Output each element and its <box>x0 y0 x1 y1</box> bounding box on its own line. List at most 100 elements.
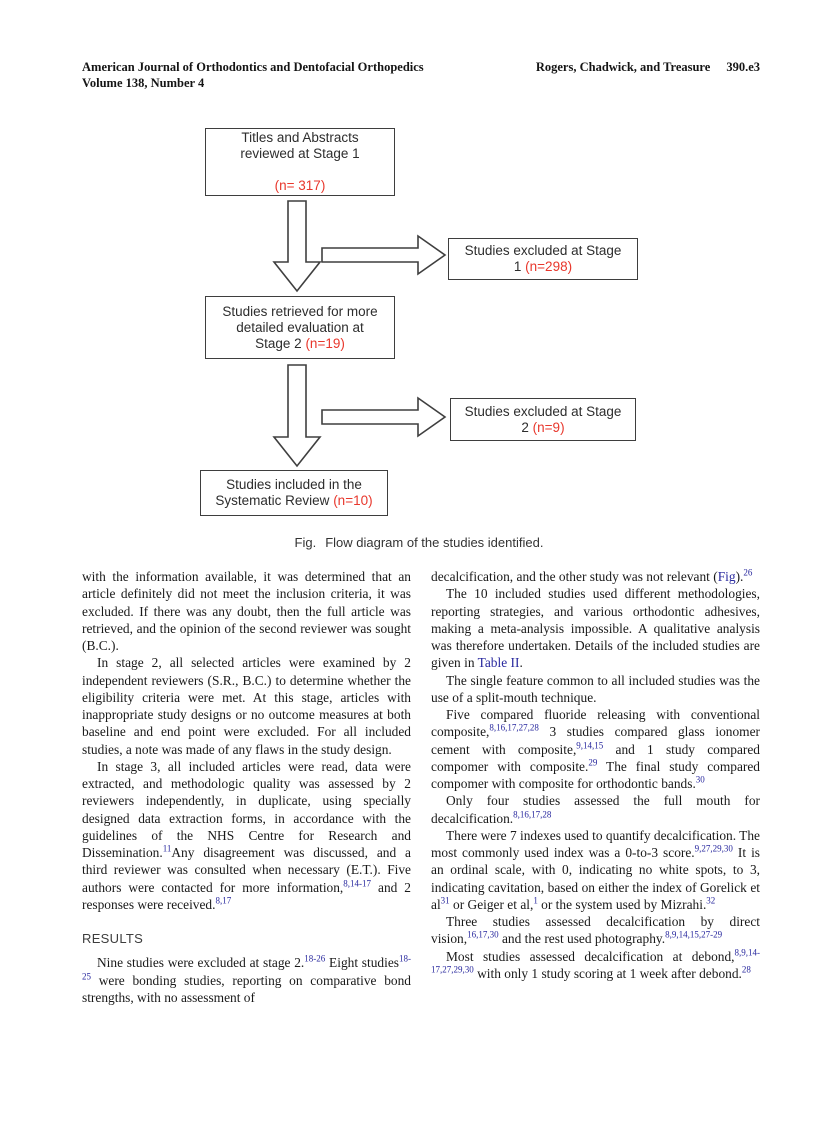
box-text: Systematic Review <box>215 493 334 508</box>
citation-ref[interactable]: 32 <box>706 895 716 906</box>
section-heading: RESULTS <box>82 931 144 946</box>
box-text: Titles and Abstracts <box>241 130 359 145</box>
body-text: and 2 responses were received. <box>82 879 411 912</box>
body-text: . <box>519 655 523 671</box>
body-text: Eight studies <box>325 955 400 971</box>
caption-text: Flow diagram of the studies identified. <box>325 535 544 550</box>
paragraph: Nine studies were excluded at stage 2.18… <box>82 954 411 1006</box>
study-count: (n= 317) <box>274 178 326 193</box>
authors-line: Rogers, Chadwick, and Treasure <box>535 60 711 74</box>
body-text: In stage 2, all selected articles were e… <box>82 655 411 757</box>
box-line: 2 (n=9) <box>451 420 635 436</box>
paragraph: Most studies assessed decalcification at… <box>431 947 760 983</box>
citation-ref[interactable]: 8,14-17 <box>343 878 372 889</box>
box-line: Titles and Abstracts <box>206 130 394 146</box>
study-count: (n=298) <box>525 259 573 274</box>
box-text: Studies retrieved for more <box>222 303 378 319</box>
citation-ref[interactable]: 28 <box>741 964 751 975</box>
journal-title: American Journal of Orthodontics and Den… <box>82 60 424 74</box>
box-line: Systematic Review (n=10) <box>201 493 387 509</box>
volume-line: Volume 138, Number 4 <box>82 75 205 90</box>
journal-info: American Journal of Orthodontics and Den… <box>82 60 424 91</box>
paragraph: In stage 2, all selected articles were e… <box>82 654 411 758</box>
citation-ref[interactable]: 8,16,17,28 <box>513 809 552 820</box>
citation-ref[interactable]: 1 <box>533 895 538 906</box>
citation-ref[interactable]: 31 <box>440 895 450 906</box>
running-head: American Journal of Orthodontics and Den… <box>82 60 760 91</box>
down-arrow-1 <box>272 200 322 293</box>
page-number: 390.e3 <box>726 60 760 74</box>
box-line: Stage 2 (n=19) <box>206 336 394 352</box>
citation-ref[interactable]: 8,16,17,27,28 <box>489 722 539 733</box>
citation-ref[interactable]: 8,9,14-17,27,29,30 <box>431 947 760 975</box>
left-column: with the information available, it was d… <box>82 568 411 1006</box>
box-text: reviewed at Stage 1 <box>240 146 360 161</box>
body-text: Nine studies were excluded at stage 2. <box>97 955 305 971</box>
body-text: 3 studies compared glass ionomer cement … <box>431 724 760 757</box>
box-text: detailed evaluation at <box>236 319 364 335</box>
citation-ref[interactable]: 18-25 <box>82 953 412 982</box>
box-text: 1 <box>513 259 526 274</box>
study-count: (n=19) <box>305 335 345 351</box>
body-text: The final study compared compomer with c… <box>431 758 760 791</box>
body-text: and 1 study compared compomer with compo… <box>431 741 760 774</box>
paragraph: Only four studies assessed the full mout… <box>431 792 760 827</box>
down-arrow-2 <box>272 364 322 468</box>
authors-page-line: Rogers, Chadwick, and Treasure 390.e3 <box>536 60 760 91</box>
body-text: The 10 included studies used different m… <box>431 586 760 671</box>
citation-ref[interactable]: 16,17,30 <box>467 929 499 940</box>
citation-ref[interactable]: 30 <box>695 774 705 785</box>
paragraph: The 10 included studies used different m… <box>431 585 760 671</box>
box-line: detailed evaluation at <box>206 320 394 336</box>
body-text: or Geiger et al, <box>449 896 534 912</box>
body-text: Any disagreement was discussed, and a th… <box>82 845 411 895</box>
body-text: Only four studies assessed the full mout… <box>431 793 760 826</box>
citation-ref[interactable]: 11 <box>162 843 172 854</box>
paragraph: with the information available, it was d… <box>82 568 411 654</box>
figure-caption: Fig. Flow diagram of the studies identifi… <box>0 535 838 550</box>
body-text: were bonding studies, reporting on compa… <box>82 972 411 1005</box>
body-text: Five compared fluoride releasing with co… <box>431 707 760 740</box>
box-line: Studies included in the <box>201 477 387 493</box>
citation-ref[interactable]: 8,9,14,15,27-29 <box>665 929 723 940</box>
paragraph: In stage 3, all included articles were r… <box>82 758 411 913</box>
paragraph: Three studies assessed decalcification b… <box>431 913 760 948</box>
body-text: ). <box>735 569 744 584</box>
text-columns: with the information available, it was d… <box>82 568 760 1006</box>
citation-ref[interactable]: 9,14,15 <box>576 740 604 751</box>
box-line: 1 (n=298) <box>449 259 637 275</box>
box-line <box>206 162 394 178</box>
body-text: and the rest used photography. <box>498 931 666 947</box>
right-column: decalcification, and the other study was… <box>431 568 760 1006</box>
box-text: Stage 2 <box>255 335 306 351</box>
paragraph: decalcification, and the other study was… <box>431 568 760 585</box>
right-arrow-1 <box>321 234 447 276</box>
box-line: reviewed at Stage 1 <box>206 146 394 162</box>
body-text: with only 1 study scoring at 1 week afte… <box>473 965 742 981</box>
study-count: (n=9) <box>532 419 565 435</box>
citation-ref[interactable]: 18-26 <box>304 953 326 964</box>
body-text: decalcification, and the other study was… <box>431 569 718 584</box>
cross-reference-link[interactable]: Table II <box>477 655 520 671</box>
box-line: (n= 317) <box>206 178 394 194</box>
box-text: Studies excluded at Stage <box>464 243 622 258</box>
body-text: The single feature common to all include… <box>431 672 760 705</box>
paragraph: There were 7 indexes used to quantify de… <box>431 827 760 913</box>
cross-reference-link[interactable]: Fig <box>717 569 736 584</box>
body-text: In stage 3, all included articles were r… <box>82 758 411 860</box>
body-text: Most studies assessed decalcification at… <box>446 948 735 964</box>
citation-ref[interactable]: 8,17 <box>215 895 232 906</box>
citation-ref[interactable]: 9,27,29,30 <box>694 843 733 854</box>
citation-ref[interactable]: 29 <box>588 757 598 768</box>
caption-label: Fig. <box>294 535 317 550</box>
box-text: 2 <box>521 419 533 435</box>
citation-ref[interactable]: 26 <box>743 567 753 578</box>
body-text: Three studies assessed decalcification b… <box>431 914 760 947</box>
body-text: or the system used by Mizrahi. <box>537 896 707 912</box>
